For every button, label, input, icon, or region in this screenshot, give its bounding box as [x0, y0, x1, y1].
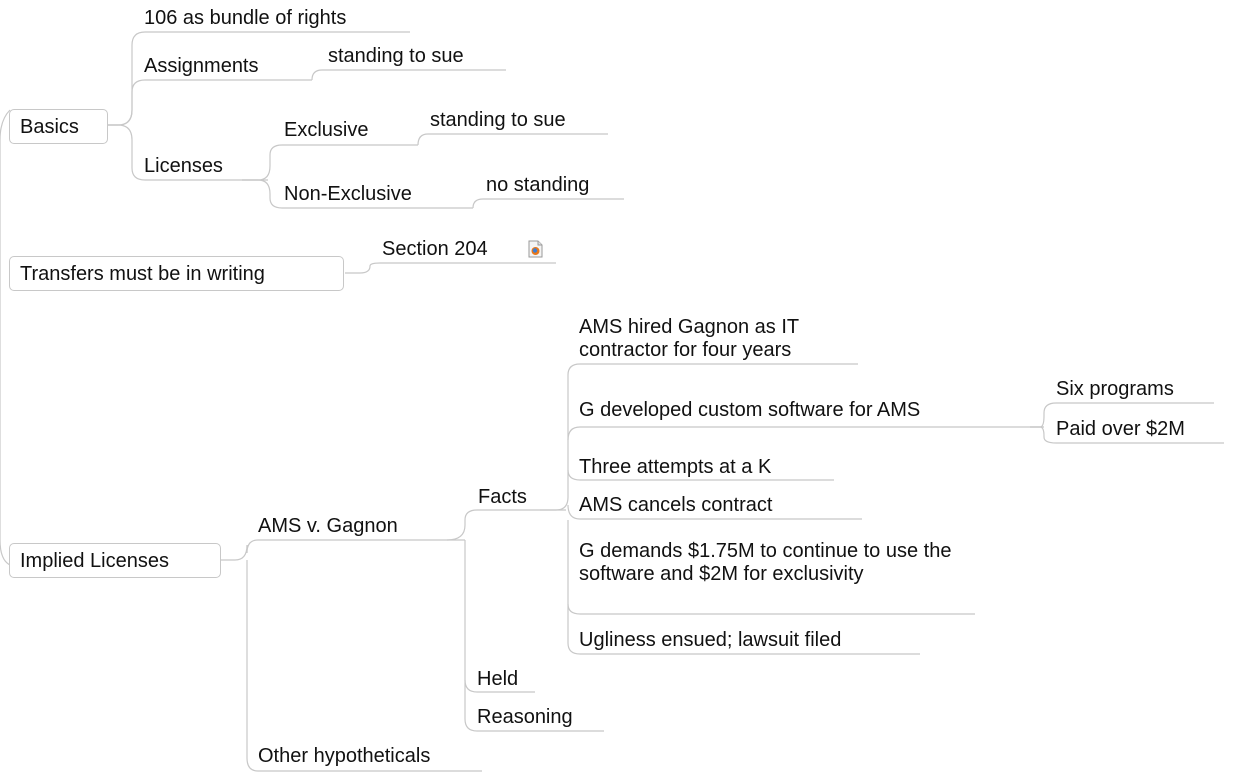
fact-developed-node[interactable]: G developed custom software for AMS [579, 399, 920, 422]
fact-hired-node[interactable]: AMS hired Gagnon as IT contractor for fo… [579, 316, 859, 362]
basics-box [9, 109, 108, 144]
other-hypotheticals-label: Other hypotheticals [258, 745, 431, 767]
licenses-node[interactable]: Licenses [144, 155, 223, 178]
transfers-node[interactable]: Transfers must be in writing [20, 263, 265, 286]
held-label: Held [477, 668, 519, 690]
assignments-node[interactable]: Assignments [144, 55, 259, 78]
six-programs-label: Six programs [1056, 378, 1174, 400]
reasoning-node[interactable]: Reasoning [477, 706, 573, 729]
paid-over-label: Paid over $2M [1056, 418, 1185, 440]
assignments-standing-label: standing to sue [328, 45, 464, 67]
transfers-label: Transfers must be in writing [20, 263, 265, 285]
basics-label: Basics [20, 116, 79, 138]
implied-licenses-node[interactable]: Implied Licenses [20, 550, 169, 573]
fact-lawsuit-node[interactable]: Ugliness ensued; lawsuit filed [579, 629, 841, 652]
assignments-label: Assignments [144, 55, 259, 77]
fact-developed-label: G developed custom software for AMS [579, 399, 921, 421]
facts-node[interactable]: Facts [478, 486, 527, 509]
transfers-box [9, 256, 344, 291]
fact-demands-node[interactable]: G demands $1.75M to continue to use the … [579, 540, 979, 586]
other-hypotheticals-node[interactable]: Other hypotheticals [258, 745, 430, 768]
fact-demands-label: G demands $1.75M to continue to use the … [579, 540, 952, 585]
six-programs-node[interactable]: Six programs [1056, 378, 1174, 401]
fact-lawsuit-label: Ugliness ensued; lawsuit filed [579, 629, 842, 651]
section-204-node[interactable]: Section 204 [382, 238, 488, 261]
paid-over-node[interactable]: Paid over $2M [1056, 418, 1185, 441]
ams-v-gagnon-node[interactable]: AMS v. Gagnon [258, 515, 398, 538]
section-204-label: Section 204 [382, 238, 488, 260]
fact-cancels-label: AMS cancels contract [579, 494, 773, 516]
bundle-of-rights-node[interactable]: 106 as bundle of rights [144, 7, 346, 30]
document-attachment-icon[interactable] [528, 240, 543, 258]
non-exclusive-standing-label: no standing [486, 174, 590, 196]
exclusive-label: Exclusive [284, 119, 369, 141]
implied-licenses-box [9, 543, 221, 578]
non-exclusive-label: Non-Exclusive [284, 183, 412, 205]
exclusive-standing-node[interactable]: standing to sue [430, 109, 566, 132]
held-node[interactable]: Held [477, 668, 518, 691]
reasoning-label: Reasoning [477, 706, 573, 728]
non-exclusive-node[interactable]: Non-Exclusive [284, 183, 412, 206]
fact-cancels-node[interactable]: AMS cancels contract [579, 494, 772, 517]
bundle-of-rights-label: 106 as bundle of rights [144, 7, 347, 29]
facts-label: Facts [478, 486, 527, 508]
assignments-standing-node[interactable]: standing to sue [328, 45, 464, 68]
licenses-label: Licenses [144, 155, 223, 177]
implied-licenses-label: Implied Licenses [20, 550, 169, 572]
exclusive-node[interactable]: Exclusive [284, 119, 368, 142]
exclusive-standing-label: standing to sue [430, 109, 566, 131]
ams-v-gagnon-label: AMS v. Gagnon [258, 515, 398, 537]
fact-hired-label: AMS hired Gagnon as IT contractor for fo… [579, 316, 799, 361]
basics-node[interactable]: Basics [20, 116, 79, 139]
non-exclusive-standing-node[interactable]: no standing [486, 174, 589, 197]
fact-attempts-node[interactable]: Three attempts at a K [579, 456, 771, 479]
fact-attempts-label: Three attempts at a K [579, 456, 772, 478]
